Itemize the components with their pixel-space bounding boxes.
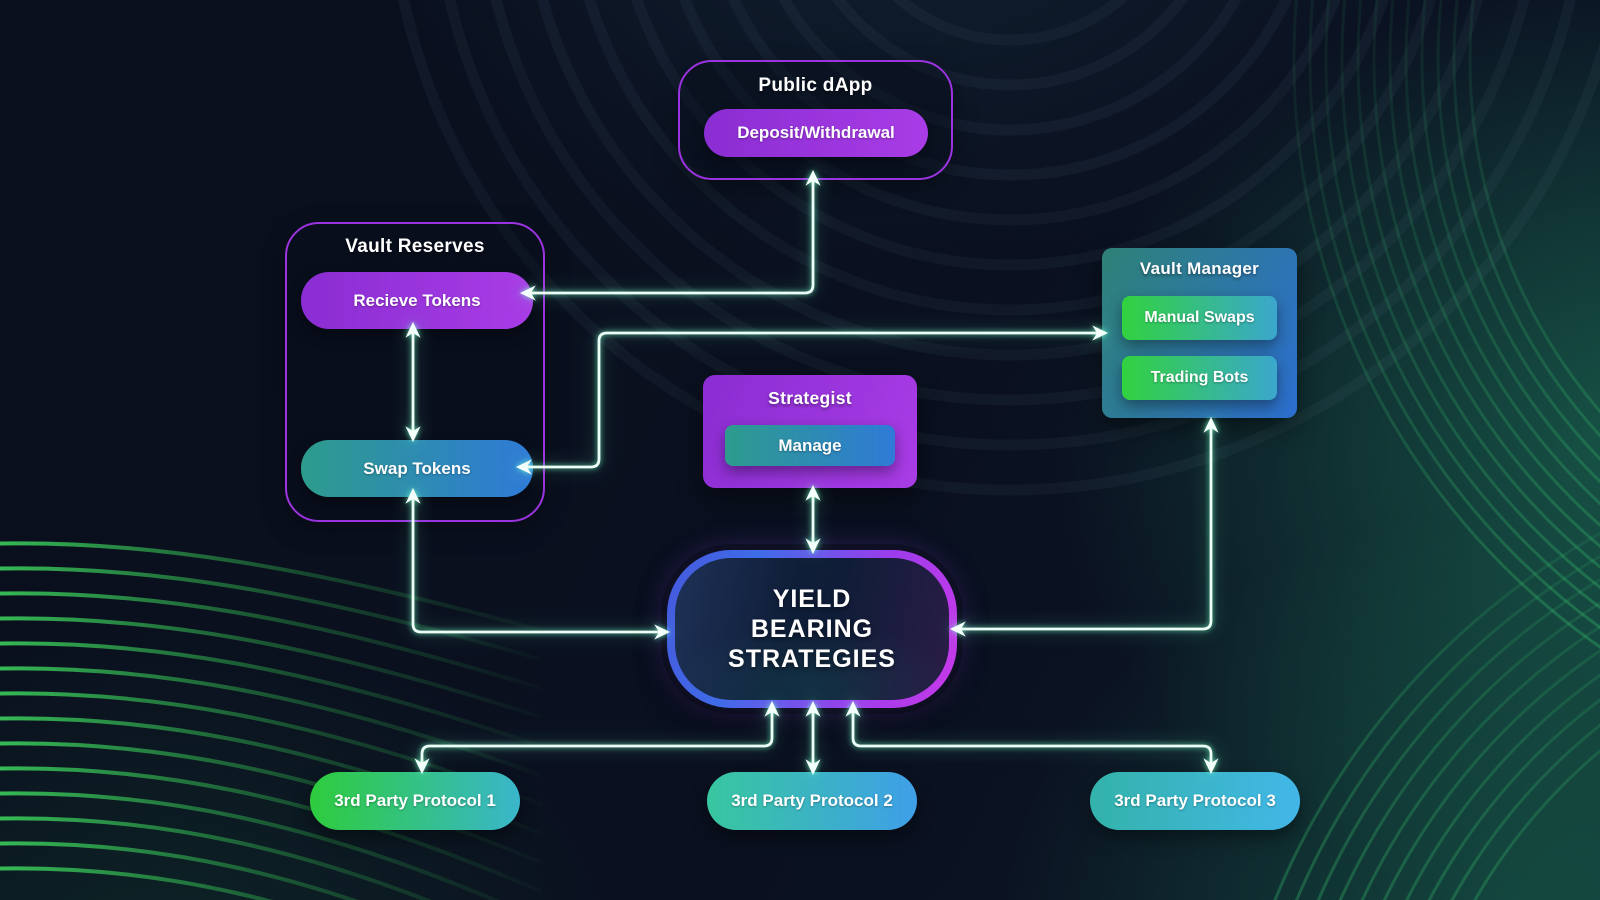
trading-bots-button[interactable]: Trading Bots [1122, 356, 1277, 400]
vault-reserves-box: Vault Reserves Recieve Tokens Swap Token… [285, 222, 545, 522]
vault-reserves-title: Vault Reserves [345, 236, 485, 257]
public-dapp-title: Public dApp [758, 75, 873, 96]
deposit-withdrawal-button[interactable]: Deposit/Withdrawal [704, 109, 928, 157]
green-arc-bundle-upper [1292, 0, 1600, 649]
protocol-2-button[interactable]: 3rd Party Protocol 2 [707, 772, 917, 830]
yield-line-3: STRATEGIES [728, 645, 896, 673]
green-arc-bundle-lower [1273, 531, 1600, 900]
strategist-title: Strategist [768, 388, 852, 408]
protocol-1-button[interactable]: 3rd Party Protocol 1 [310, 772, 520, 830]
manage-button[interactable]: Manage [725, 425, 895, 466]
strategist-box: Strategist Manage [703, 375, 917, 488]
yield-bearing-strategies-inner: YIELD BEARING STRATEGIES [675, 558, 949, 700]
yield-line-2: BEARING [750, 615, 874, 643]
green-wave-lines [0, 541, 542, 900]
yield-line-1: YIELD [772, 585, 852, 613]
protocol-3-button[interactable]: 3rd Party Protocol 3 [1090, 772, 1300, 830]
manual-swaps-button[interactable]: Manual Swaps [1122, 296, 1277, 340]
swap-tokens-button[interactable]: Swap Tokens [301, 440, 533, 497]
yield-bearing-strategies-box: YIELD BEARING STRATEGIES [667, 550, 957, 708]
receive-tokens-button[interactable]: Recieve Tokens [301, 272, 533, 329]
vault-manager-title: Vault Manager [1139, 259, 1260, 278]
vault-manager-box: Vault Manager Manual Swaps Trading Bots [1102, 248, 1297, 418]
public-dapp-box: Public dApp Deposit/Withdrawal [678, 60, 953, 180]
